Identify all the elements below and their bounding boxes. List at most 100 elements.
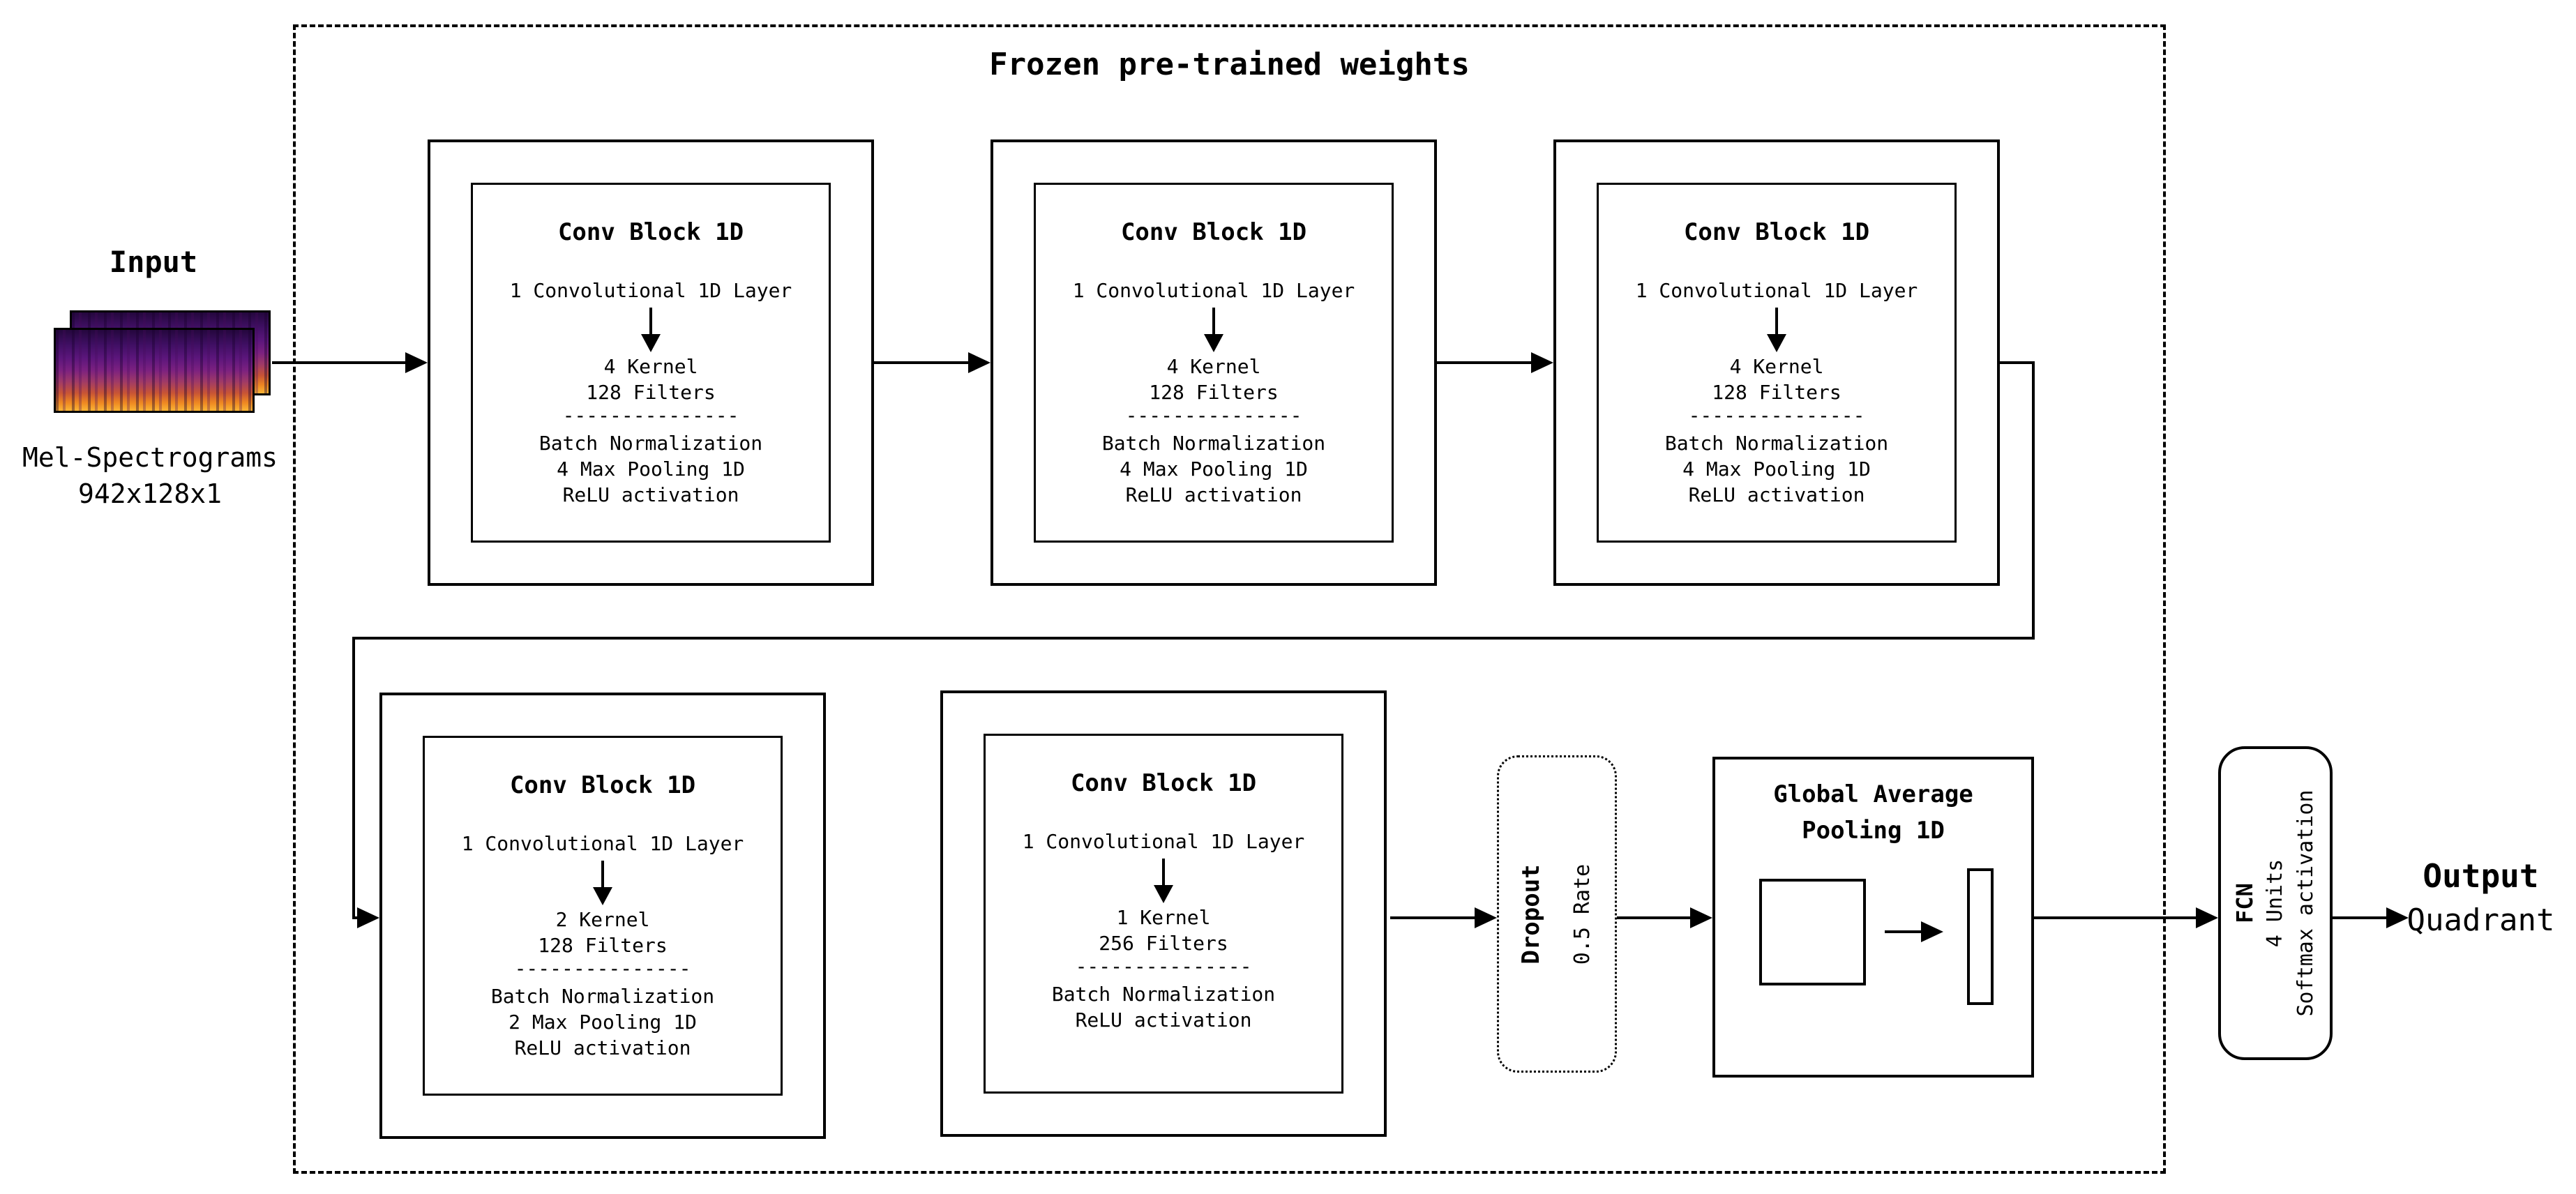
down-arrow-head (593, 887, 612, 905)
conv-block-1: Conv Block 1D 1 Convolutional 1D Layer 4… (428, 139, 874, 586)
arrow-block2-to-block3-head (1531, 352, 1553, 373)
conv-layer-text: 1 Convolutional 1D Layer (509, 279, 792, 302)
filters-text: 128 Filters (1712, 381, 1841, 404)
batch-norm-text: Batch Normalization (1051, 983, 1276, 1006)
gap-arrow-head (1921, 921, 1943, 942)
conv-block-2-inner: Conv Block 1D 1 Convolutional 1D Layer 4… (1034, 183, 1394, 543)
arrow-input-to-block1-head (405, 352, 428, 373)
down-arrow-icon (593, 861, 612, 907)
down-arrow-icon (641, 308, 661, 354)
batch-norm-text: Batch Normalization (538, 432, 763, 455)
filters-text: 128 Filters (1149, 381, 1279, 404)
down-arrow-shaft (1162, 859, 1165, 885)
down-arrow-head (1204, 334, 1223, 352)
input-label: Input (109, 245, 198, 279)
wrap-connector-seg5 (352, 916, 361, 919)
down-arrow-shaft (601, 861, 604, 887)
conv-block-5: Conv Block 1D 1 Convolutional 1D Layer 1… (940, 690, 1387, 1137)
conv-block-3: Conv Block 1D 1 Convolutional 1D Layer 4… (1553, 139, 2000, 586)
diagram-title: Frozen pre-trained weights (989, 47, 1470, 82)
arrow-block5-to-dropout-line (1390, 916, 1476, 919)
mel-spectrogram-image-front (54, 328, 255, 413)
conv-block-3-inner: Conv Block 1D 1 Convolutional 1D Layer 4… (1597, 183, 1957, 543)
conv-block-title: Conv Block 1D (1683, 218, 1870, 246)
relu-text: ReLU activation (1688, 483, 1865, 506)
separator-text: --------------- (1075, 955, 1252, 978)
conv-block-4-inner: Conv Block 1D 1 Convolutional 1D Layer 2… (423, 736, 783, 1096)
kernel-text: 1 Kernel (1116, 906, 1211, 929)
relu-text: ReLU activation (1125, 483, 1302, 506)
fcn-rotated-text: FCN 4 Units Softmax activation (2229, 789, 2321, 1016)
output-label: Output (2423, 857, 2539, 895)
input-caption-dims: 942x128x1 (78, 478, 222, 509)
frozen-weights-container (293, 24, 2166, 1174)
arrow-gap-to-fcn-head (2196, 907, 2218, 928)
gap-title-line2: Pooling 1D (1802, 817, 1945, 845)
global-average-pooling-box: Global Average Pooling 1D (1712, 757, 2034, 1078)
conv-block-1-inner: Conv Block 1D 1 Convolutional 1D Layer 4… (471, 183, 831, 543)
down-arrow-shaft (1775, 308, 1778, 334)
arrow-block2-to-block3-line (1437, 361, 1532, 364)
gap-pooled-vector (1967, 868, 1994, 1005)
max-pooling-text: 2 Max Pooling 1D (509, 1011, 697, 1034)
arrow-block1-to-block2-head (968, 352, 991, 373)
gap-arrow-line (1885, 930, 1921, 933)
relu-text: ReLU activation (562, 483, 739, 506)
max-pooling-text: 4 Max Pooling 1D (1120, 458, 1308, 481)
down-arrow-head (641, 334, 661, 352)
filters-text: 128 Filters (538, 934, 668, 957)
max-pooling-text: 4 Max Pooling 1D (557, 458, 745, 481)
filters-text: 256 Filters (1099, 932, 1228, 955)
arrow-block1-to-block2-line (874, 361, 970, 364)
gap-title-line1: Global Average (1773, 780, 1973, 808)
conv-layer-text: 1 Convolutional 1D Layer (1072, 279, 1355, 302)
conv-block-title: Conv Block 1D (1070, 769, 1257, 797)
input-caption-name: Mel-Spectrograms (22, 442, 278, 473)
conv-layer-text: 1 Convolutional 1D Layer (1635, 279, 1918, 302)
arrow-block5-to-dropout-head (1475, 907, 1497, 928)
arrow-gap-to-fcn-line (2034, 916, 2197, 919)
output-text: Output Quadrant (2386, 854, 2576, 943)
arrow-wrap-to-block4-head (357, 907, 379, 928)
arrow-input-to-block1-line (272, 361, 407, 364)
max-pooling-text: 4 Max Pooling 1D (1682, 458, 1871, 481)
kernel-text: 4 Kernel (603, 355, 698, 378)
arrow-fcn-to-output-head (2386, 907, 2409, 928)
input-caption: Mel-Spectrograms 942x128x1 (3, 439, 296, 512)
conv-block-title: Conv Block 1D (557, 218, 744, 246)
wrap-connector-seg1 (1997, 361, 2035, 364)
conv-block-title: Conv Block 1D (1120, 218, 1307, 246)
conv-block-title: Conv Block 1D (509, 771, 696, 799)
fcn-activation: Softmax activation (2293, 789, 2318, 1017)
batch-norm-text: Batch Normalization (1664, 432, 1889, 455)
separator-text: --------------- (562, 404, 739, 427)
gap-title: Global Average Pooling 1D (1715, 776, 2031, 849)
wrap-connector-seg3 (352, 637, 2035, 640)
arrow-dropout-to-gap-head (1690, 907, 1712, 928)
batch-norm-text: Batch Normalization (1101, 432, 1326, 455)
fcn-box: FCN 4 Units Softmax activation (2218, 746, 2333, 1060)
relu-text: ReLU activation (1075, 1008, 1252, 1031)
gap-feature-map-square (1759, 879, 1866, 985)
fcn-label: FCN (2231, 883, 2258, 923)
conv-layer-text: 1 Convolutional 1D Layer (1022, 830, 1305, 853)
down-arrow-head (1154, 885, 1173, 903)
kernel-text: 4 Kernel (1166, 355, 1261, 378)
down-arrow-icon (1154, 859, 1173, 905)
separator-text: --------------- (1688, 404, 1865, 427)
batch-norm-text: Batch Normalization (490, 985, 715, 1008)
wrap-connector-seg2 (2032, 361, 2035, 640)
dropout-rotated-text: Dropout 0.5 Rate (1505, 863, 1609, 965)
down-arrow-icon (1767, 308, 1786, 354)
conv-layer-text: 1 Convolutional 1D Layer (461, 832, 744, 855)
relu-text: ReLU activation (514, 1036, 691, 1059)
dropout-box: Dropout 0.5 Rate (1497, 755, 1617, 1073)
dropout-rate: 0.5 Rate (1570, 863, 1595, 965)
fcn-units: 4 Units (2263, 859, 2287, 948)
wrap-connector-seg4 (352, 637, 355, 919)
conv-block-5-inner: Conv Block 1D 1 Convolutional 1D Layer 1… (984, 734, 1343, 1094)
down-arrow-icon (1204, 308, 1223, 354)
dropout-label: Dropout (1517, 863, 1545, 965)
arrow-dropout-to-gap-line (1617, 916, 1692, 919)
